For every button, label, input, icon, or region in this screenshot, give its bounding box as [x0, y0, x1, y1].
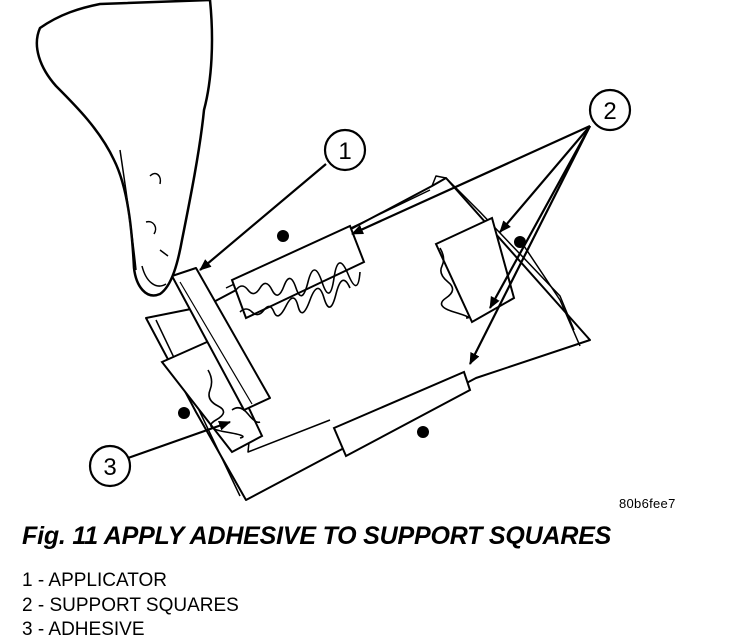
callout-1: 1: [323, 128, 367, 172]
legend-list: 1 - APPLICATOR 2 - SUPPORT SQUARES 3 - A…: [22, 569, 239, 643]
screw-icon: [514, 236, 526, 248]
diagram-illustration: 1 2 3: [35, 0, 632, 501]
support-square-top: [230, 224, 366, 320]
applicator: [171, 267, 271, 411]
callout-number: 2: [603, 98, 616, 125]
screw-icon: [178, 407, 190, 419]
callout-2: 2: [588, 88, 632, 132]
figure-caption: Fig. 11 APPLY ADHESIVE TO SUPPORT SQUARE…: [22, 522, 612, 550]
callout-number: 1: [338, 138, 351, 165]
support-square-bottom: [332, 370, 472, 458]
screw-icon: [277, 230, 289, 242]
callout-3: 3: [88, 444, 132, 488]
screws: [178, 230, 526, 438]
leader-lines: [127, 124, 591, 460]
figure-code: 80b6fee7: [619, 496, 676, 511]
support-square-left: [160, 336, 264, 454]
legend-item: 1 - APPLICATOR: [22, 570, 168, 591]
legend-item: 2 - SUPPORT SQUARES: [22, 594, 239, 616]
legend-item: 3 - ADHESIVE: [22, 619, 145, 640]
screw-icon: [417, 426, 429, 438]
adhesive-bead: [207, 247, 470, 439]
support-square-right: [434, 216, 516, 324]
callout-number: 3: [103, 454, 116, 481]
hand-illustration: [35, 0, 214, 297]
